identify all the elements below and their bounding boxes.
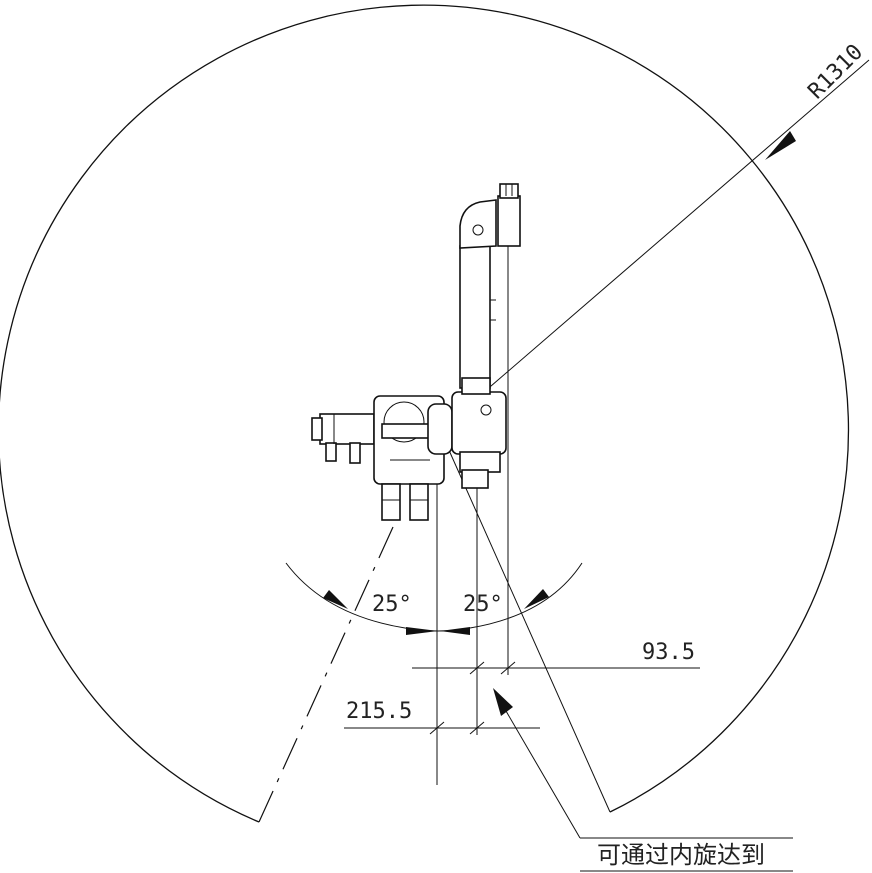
radius-leader-line [439,59,870,431]
reach-envelope-arc [0,4,850,823]
note-text: 可通过内旋达到 [597,841,765,869]
note-leader-line [505,710,581,839]
envelope-left-boundary [258,515,399,823]
note-arrowhead [493,688,513,716]
dim-215-5-tick-1 [429,721,445,735]
radius-arrowhead [765,131,796,160]
dim-93-5-tick-1 [469,661,485,675]
dim-215-5-label: 215.5 [346,699,412,724]
angle-arrow-left-inner [406,627,438,635]
dim-215-5-tick-2 [469,721,485,735]
angle-arrow-left-outer [323,590,348,609]
robot-arm [311,183,521,521]
angle-arc [285,562,583,632]
angle-label-left: 25° [372,592,412,617]
dim-93-5-label: 93.5 [642,640,695,665]
dim-93-5-tick-2 [500,661,516,675]
envelope-right-boundary [439,429,611,813]
radius-label: R1310 [804,40,869,105]
angle-label-right: 25° [463,592,503,617]
angle-arrow-right-inner [440,627,470,635]
angle-arrow-right-outer [524,589,549,609]
